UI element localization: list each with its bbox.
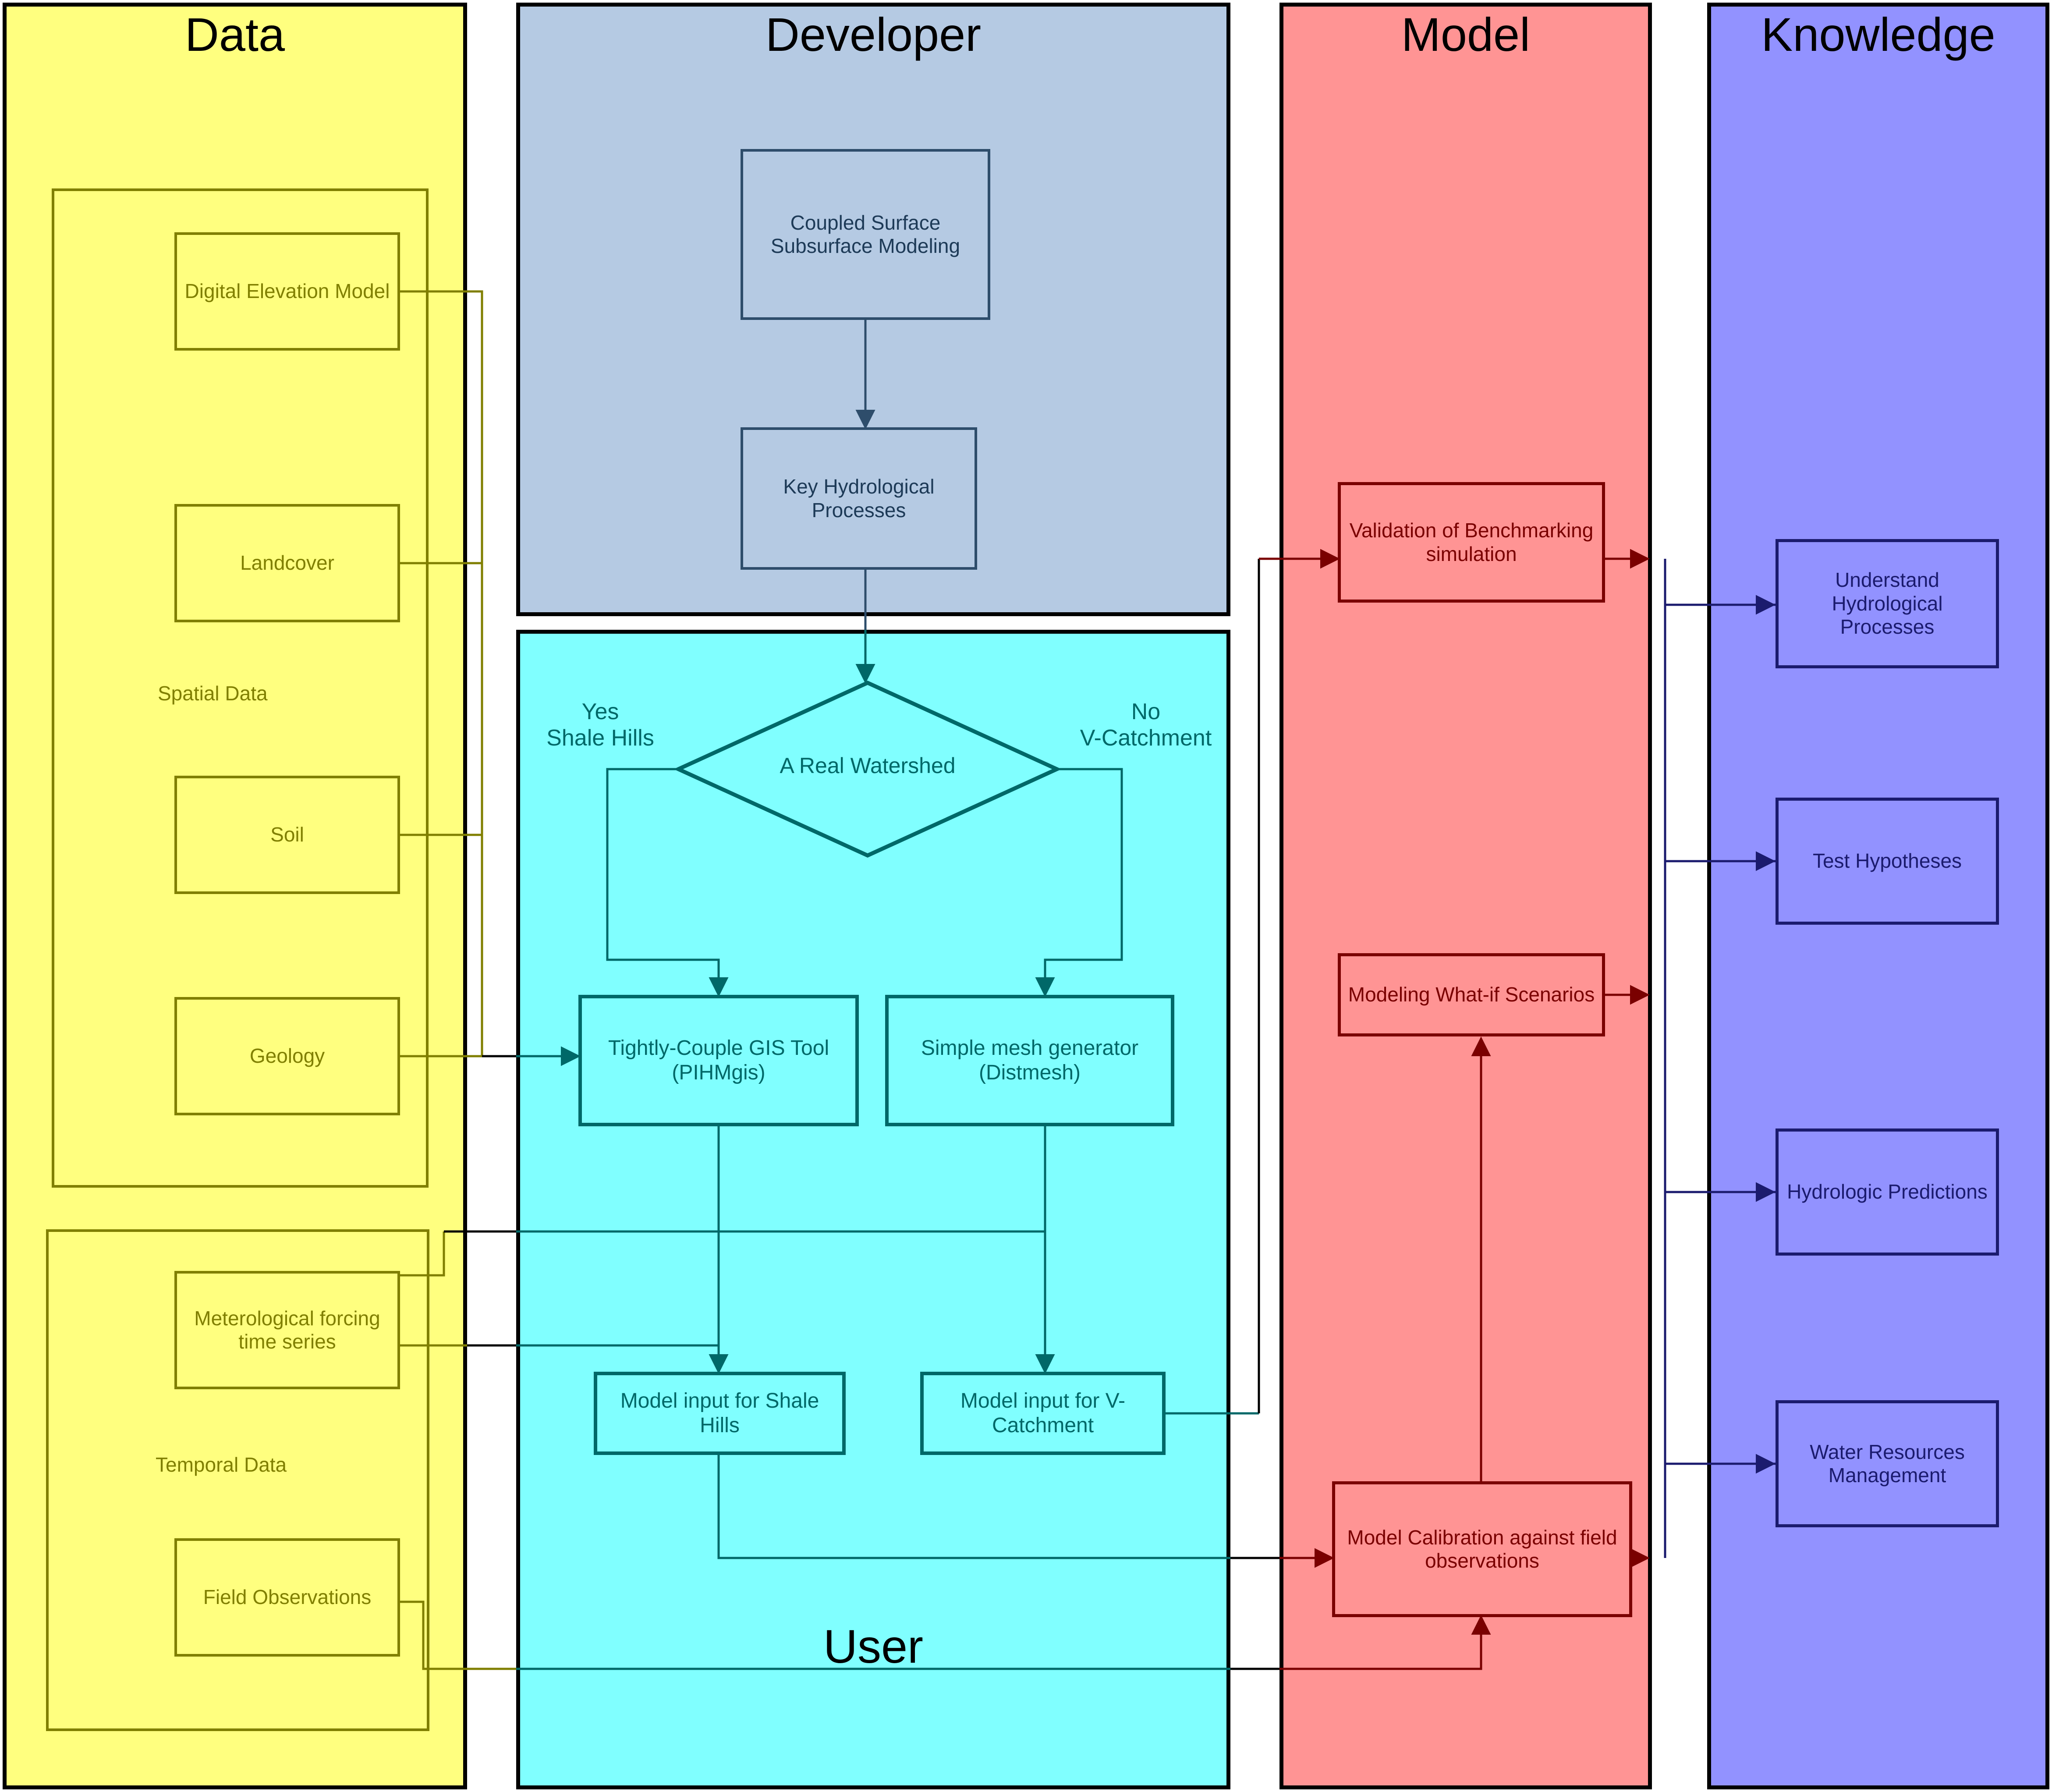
lane-title-model: Model	[1401, 8, 1531, 61]
branch-no-line2: V-Catchment	[1080, 725, 1212, 751]
node-label: Landcover	[240, 551, 334, 575]
node-label: Key Hydrological Processes	[783, 475, 935, 522]
node-understand-hydrological-processes[interactable]: Understand Hydrological Processes	[1776, 539, 1999, 668]
node-label: Hydrologic Predictions	[1787, 1180, 1988, 1203]
node-label: Validation of Benchmarking simulation	[1349, 519, 1594, 565]
lane-title-knowledge: Knowledge	[1761, 8, 1995, 61]
node-label: Understand Hydrological Processes	[1832, 568, 1943, 639]
node-label: Digital Elevation Model	[184, 280, 390, 303]
label-spatial-data: Spatial Data	[158, 682, 268, 705]
label-temporal-data: Temporal Data	[156, 1453, 287, 1476]
lane-title-user: User	[823, 1620, 924, 1673]
lane-title-data: Data	[184, 8, 285, 61]
branch-no-line1: No	[1131, 699, 1161, 724]
node-label: Model Calibration against field observat…	[1347, 1526, 1617, 1572]
node-test-hypotheses[interactable]: Test Hypotheses	[1776, 798, 1999, 925]
node-label: Modeling What-if Scenarios	[1348, 983, 1595, 1006]
node-model-input-shale-hills[interactable]: Model input for Shale Hills	[594, 1372, 846, 1455]
node-label: Meterological forcing time series	[194, 1306, 380, 1353]
branch-yes-line2: Shale Hills	[546, 725, 654, 751]
node-simple-mesh-generator[interactable]: Simple mesh generator (Distmesh)	[885, 995, 1174, 1126]
decision-label: A Real Watershed	[780, 753, 956, 778]
temporal-data-group	[46, 1229, 429, 1731]
node-label: Geology	[249, 1044, 325, 1068]
node-water-resources-management[interactable]: Water Resources Management	[1776, 1400, 1999, 1527]
node-validation-of-benchmarking-simulation[interactable]: Validation of Benchmarking simulation	[1338, 482, 1605, 603]
branch-yes-line1: Yes	[581, 699, 619, 724]
node-model-calibration-against-field-observations[interactable]: Model Calibration against field observat…	[1332, 1481, 1632, 1617]
node-hydrologic-predictions[interactable]: Hydrologic Predictions	[1776, 1128, 1999, 1256]
node-key-hydrological-processes[interactable]: Key Hydrological Processes	[741, 427, 977, 570]
node-label: Model input for V-Catchment	[960, 1389, 1126, 1437]
node-label: Tightly-Couple GIS Tool (PIHMgis)	[608, 1036, 829, 1084]
lane-title-developer: Developer	[765, 8, 982, 61]
node-model-input-v-catchment[interactable]: Model input for V-Catchment	[920, 1372, 1166, 1455]
branch-label-no: No V-Catchment	[1060, 699, 1231, 752]
node-digital-elevation-model[interactable]: Digital Elevation Model	[174, 232, 400, 351]
node-label: Test Hypotheses	[1812, 849, 1962, 873]
node-coupled-surface-subsurface-modeling[interactable]: Coupled Surface Subsurface Modeling	[741, 149, 990, 320]
node-meteorological-forcing-time-series[interactable]: Meterological forcing time series	[174, 1271, 400, 1389]
node-label: Field Observations	[203, 1586, 372, 1609]
node-landcover[interactable]: Landcover	[174, 504, 400, 622]
node-label: Water Resources Management	[1810, 1440, 1965, 1487]
node-label: Simple mesh generator (Distmesh)	[921, 1036, 1139, 1084]
node-soil[interactable]: Soil	[174, 776, 400, 894]
node-tightly-couple-gis-tool[interactable]: Tightly-Couple GIS Tool (PIHMgis)	[578, 995, 859, 1126]
node-label: Model input for Shale Hills	[620, 1389, 819, 1437]
node-label: Coupled Surface Subsurface Modeling	[770, 211, 960, 257]
node-label: Soil	[270, 823, 304, 846]
node-geology[interactable]: Geology	[174, 997, 400, 1115]
node-field-observations[interactable]: Field Observations	[174, 1538, 400, 1657]
node-modeling-what-if-scenarios[interactable]: Modeling What-if Scenarios	[1338, 953, 1605, 1036]
decision-diamond[interactable]	[675, 679, 1060, 863]
branch-label-yes: Yes Shale Hills	[517, 699, 684, 752]
